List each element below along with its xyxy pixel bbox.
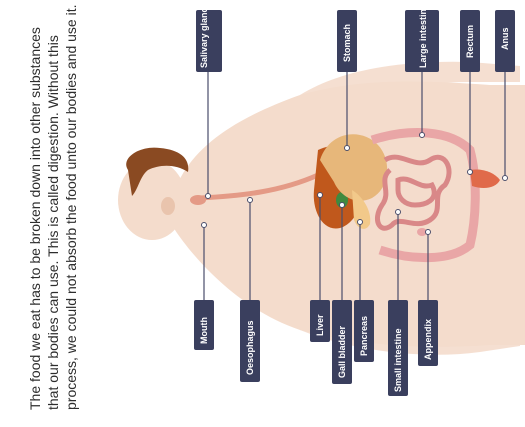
label-salivary-glands-text: Salivary glands: [199, 2, 209, 68]
label-mouth-text: Mouth: [199, 317, 209, 344]
label-liver-text: Liver: [315, 314, 325, 336]
head: [118, 160, 186, 240]
label-small-intestine-text: Small intestine: [393, 328, 403, 392]
label-large-intestine: Large intestine: [405, 4, 439, 72]
label-stomach: Stomach: [337, 10, 357, 72]
label-gall-bladder-text: Gall bladder: [337, 325, 347, 378]
label-oesophagus-text: Oesophagus: [245, 320, 255, 375]
label-rectum: Rectum: [460, 10, 480, 72]
label-appendix: Appendix: [418, 300, 438, 366]
label-liver: Liver: [310, 300, 330, 342]
label-rectum-text: Rectum: [465, 25, 475, 58]
label-oesophagus: Oesophagus: [240, 300, 260, 382]
label-large-intestine-text: Large intestine: [418, 4, 428, 68]
label-anus: Anus: [495, 10, 515, 72]
ear: [161, 197, 175, 215]
label-gall-bladder: Gall bladder: [332, 300, 352, 384]
label-pancreas-text: Pancreas: [359, 316, 369, 356]
label-stomach-text: Stomach: [342, 24, 352, 62]
label-small-intestine: Small intestine: [388, 300, 408, 396]
label-mouth: Mouth: [194, 300, 214, 350]
label-salivary-glands: Salivary glands: [196, 2, 222, 72]
label-anus-text: Anus: [500, 28, 510, 51]
label-appendix-text: Appendix: [423, 319, 433, 360]
mouth-cavity: [190, 195, 206, 205]
label-pancreas: Pancreas: [354, 300, 374, 362]
hand: [498, 288, 525, 308]
